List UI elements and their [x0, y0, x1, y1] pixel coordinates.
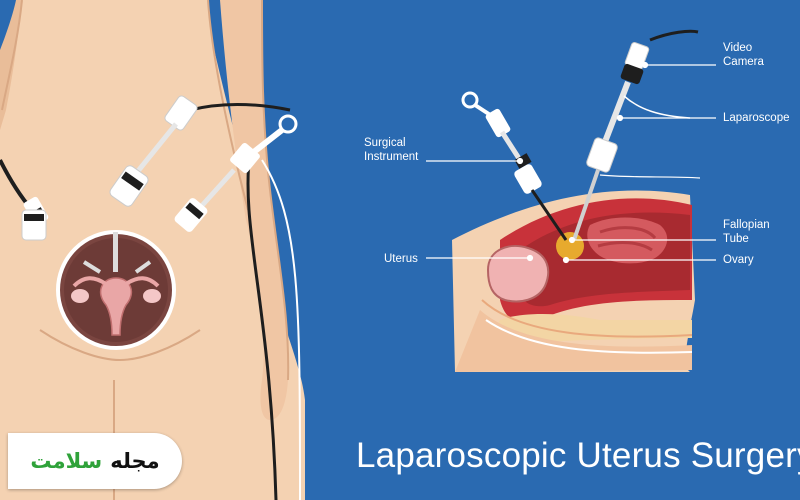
- pelvic-floor: [455, 310, 692, 372]
- ovary-right: [143, 289, 161, 303]
- glow: [556, 232, 584, 260]
- instrument-center: [109, 95, 291, 207]
- brand-name-black: مجله: [110, 449, 160, 473]
- label-surgical-instrument: Surgical Instrument: [364, 136, 418, 164]
- brand-logo: مجله سلامت: [8, 433, 182, 489]
- label-video-camera-line1: Video: [723, 42, 753, 54]
- body-outline-right: [207, 0, 249, 211]
- cross-section: [452, 190, 695, 372]
- label-video-camera: Video Camera: [723, 41, 764, 69]
- surgical-instrument-tool: [461, 91, 568, 241]
- ovary-left: [71, 289, 89, 303]
- uterus-section: [486, 245, 550, 303]
- label-uterus: Uterus: [384, 253, 418, 265]
- instrument-left-2: [21, 209, 47, 241]
- laparoscope-assembly: [572, 29, 701, 241]
- label-ovary: Ovary: [723, 254, 754, 266]
- instrument-right: [174, 114, 301, 500]
- arm-contour: [261, 0, 290, 381]
- diagram-title: Laparoscopic Uterus Surgery: [356, 436, 800, 475]
- tube-left: [72, 276, 108, 288]
- label-surgical-instrument-line1: Surgical: [364, 137, 406, 149]
- brand-name-green: سلامت: [30, 449, 103, 473]
- label-surgical-instrument-line2: Instrument: [364, 151, 419, 163]
- label-laparoscope: Laparoscope: [723, 112, 790, 124]
- tube-right: [124, 276, 160, 288]
- body-outline: [1, 0, 23, 111]
- label-video-camera-line2: Camera: [723, 56, 764, 68]
- pelvic-window: [56, 230, 176, 350]
- label-fallopian-tube: Fallopian Tube: [723, 218, 770, 246]
- uterus-small: [99, 277, 133, 336]
- leader-lines: [426, 61, 716, 264]
- label-fallopian-tube-line1: Fallopian: [723, 219, 770, 231]
- scope-shaft-center: [113, 232, 118, 272]
- label-fallopian-tube-line2: Tube: [723, 233, 749, 245]
- hip-line: [39, 329, 201, 362]
